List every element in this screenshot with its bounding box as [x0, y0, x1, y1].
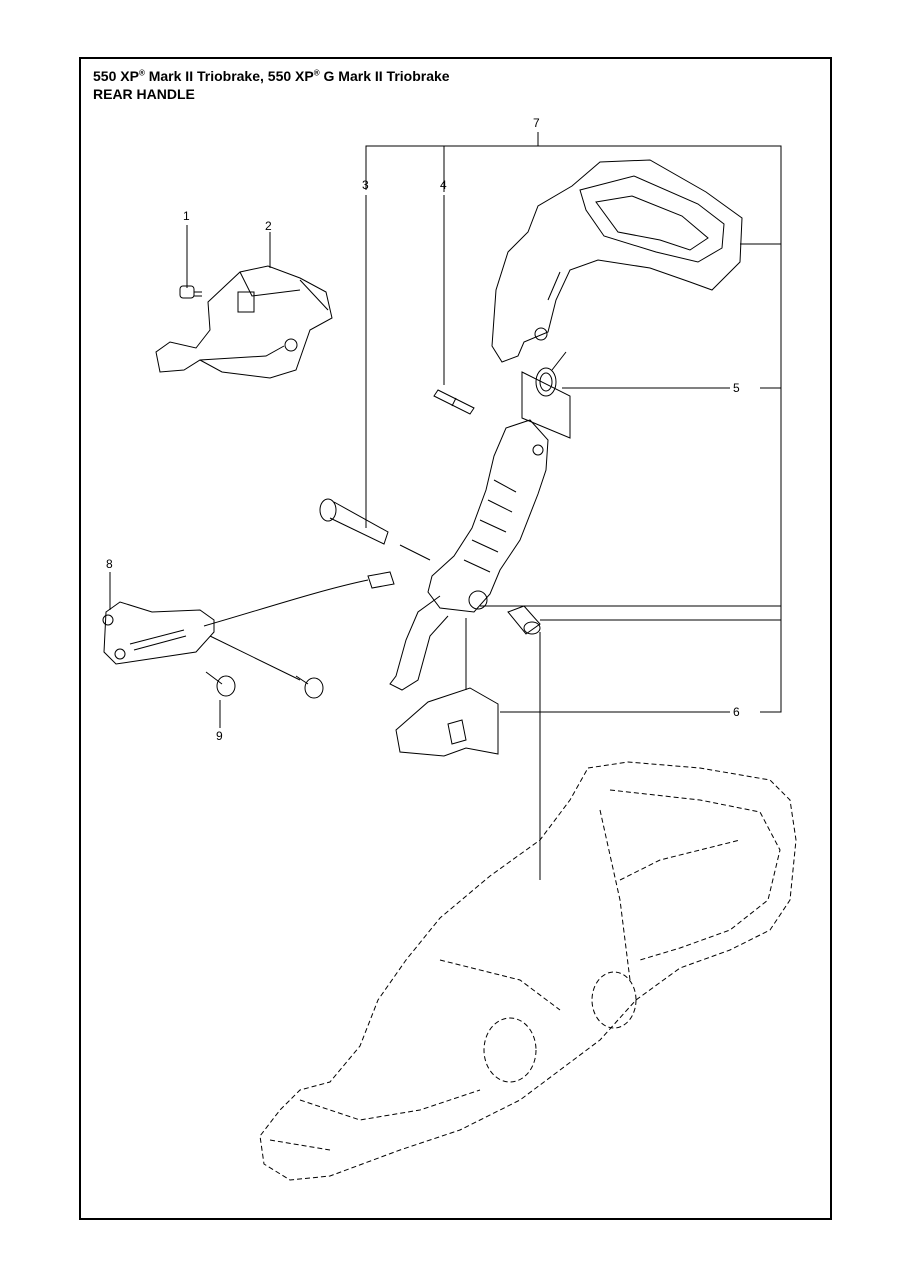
callout-9: 9 — [216, 729, 223, 743]
callout-labels: 7 3 4 1 2 5 8 6 9 — [106, 116, 740, 743]
title-models: 550 XP® Mark II Triobrake, 550 XP® G Mar… — [93, 67, 450, 85]
callout-3: 3 — [362, 178, 369, 192]
callout-4: 4 — [440, 178, 447, 192]
part-8-cable — [102, 571, 395, 665]
part-5-spring — [521, 351, 571, 439]
title-part-b: Mark II Triobrake, 550 XP — [144, 68, 314, 84]
part-1-screw — [179, 285, 202, 299]
callout-6: 6 — [733, 705, 740, 719]
callout-1: 1 — [183, 209, 190, 223]
callout-8: 8 — [106, 557, 113, 571]
leader-lines — [109, 132, 782, 880]
title-section: REAR HANDLE — [93, 86, 195, 102]
title-part-c: G Mark II Triobrake — [319, 68, 450, 84]
registered-mark: ® — [313, 68, 320, 78]
chainsaw-body-outline — [259, 761, 797, 1181]
callout-5: 5 — [733, 381, 740, 395]
part-6-guard-pad — [395, 687, 499, 757]
diagram-frame — [79, 57, 832, 1220]
title-part-a: 550 XP — [93, 68, 139, 84]
part-6-bushing — [507, 605, 541, 635]
part-4-pin — [433, 389, 475, 415]
callout-2: 2 — [265, 219, 272, 233]
part-3-bolt — [319, 498, 389, 545]
part-7-trigger-lever — [389, 419, 549, 691]
part-2-cover — [155, 265, 333, 379]
page-title: 550 XP® Mark II Triobrake, 550 XP® G Mar… — [93, 67, 450, 103]
part-7-rear-handle — [491, 159, 743, 363]
registered-mark: ® — [138, 68, 145, 78]
part-9-screw — [205, 635, 324, 699]
callout-7: 7 — [533, 116, 540, 130]
